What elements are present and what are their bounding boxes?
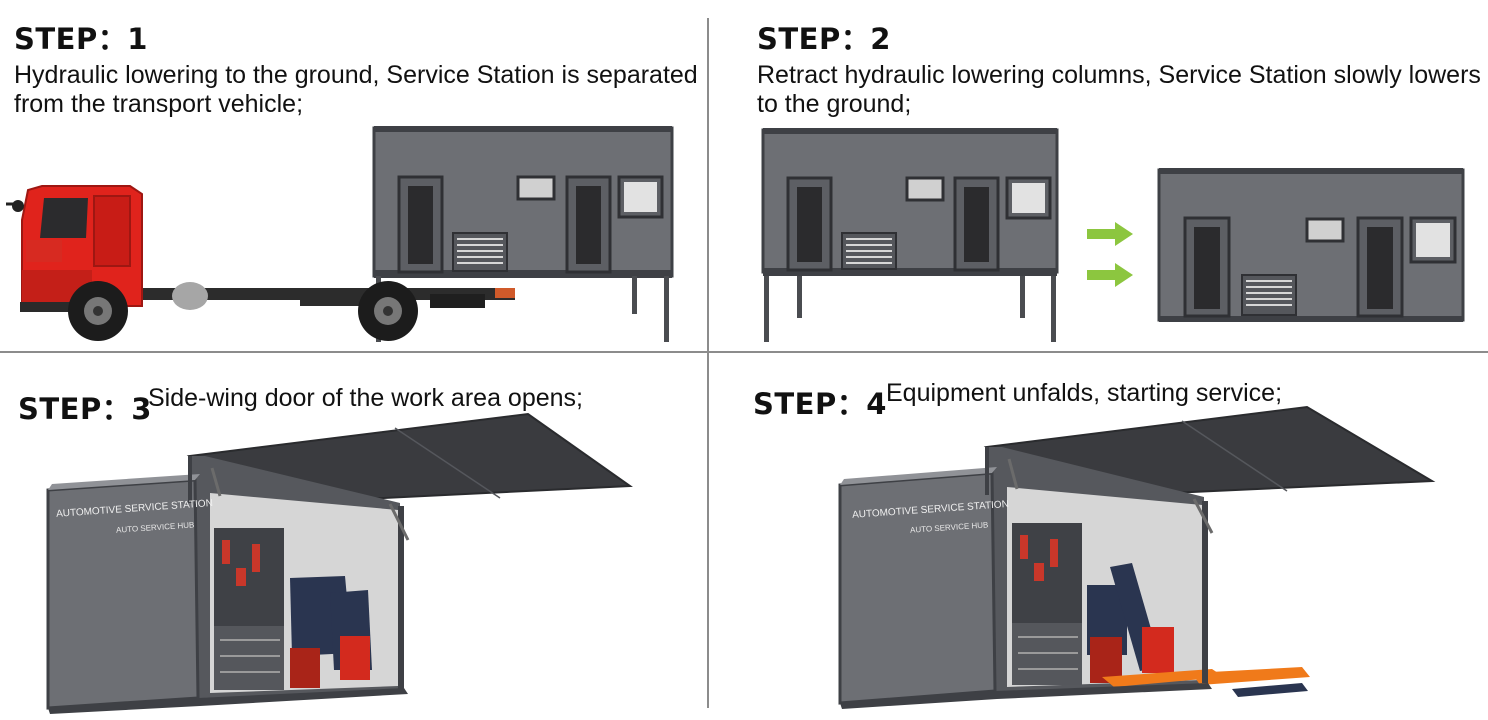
step-1-description: Hydraulic lowering to the ground, Servic… — [14, 61, 704, 119]
raised-container — [763, 128, 1057, 342]
vertical-divider — [707, 18, 709, 708]
lowered-container — [1159, 168, 1463, 322]
arrow-right-icon — [1087, 263, 1133, 287]
step-2-title: STEP：2 — [757, 16, 891, 58]
arrow-right-icon — [1087, 222, 1133, 246]
step-4-description: Equipment unfalds, starting service; — [886, 379, 1282, 408]
step-2-illustration — [755, 120, 1480, 345]
step-2-description: Retract hydraulic lowering columns, Serv… — [757, 61, 1482, 119]
service-station-container — [374, 126, 672, 342]
step-1-title: STEP：1 — [14, 16, 148, 58]
horizontal-divider — [0, 351, 1488, 353]
step-1-illustration — [0, 120, 700, 345]
step-4-illustration — [832, 405, 1452, 710]
step-3-illustration — [40, 408, 640, 713]
